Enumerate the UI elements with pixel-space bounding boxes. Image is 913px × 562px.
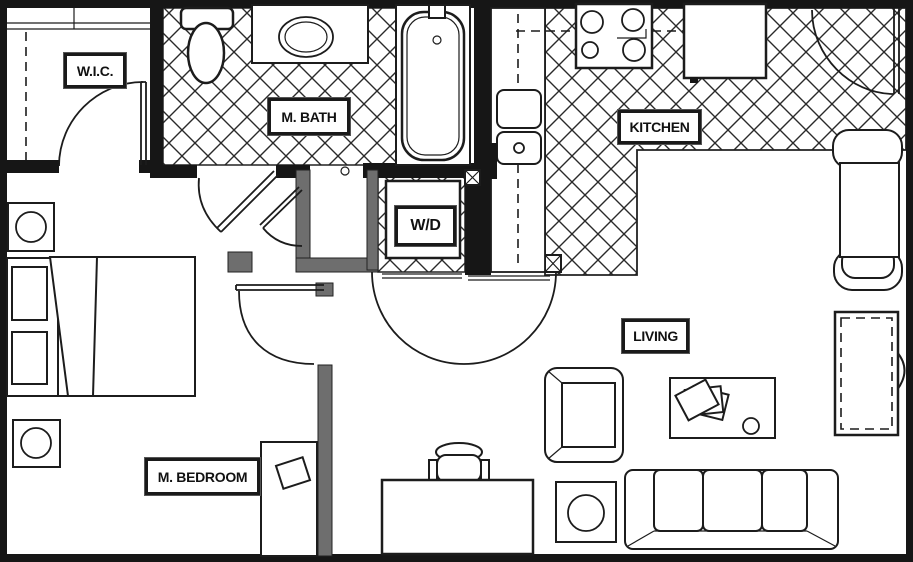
chaise-lounge [832,129,903,291]
room-label-wic: W.I.C. [64,53,126,88]
coffee-table [669,377,776,439]
pillow [11,331,48,385]
burner [622,38,646,62]
wall-linen-closet-bottom [295,257,379,273]
desk [380,478,535,556]
wall-cap-x-wd [464,169,481,186]
bed [6,256,196,397]
bath-fixtures [179,4,471,166]
wall-cap-x-hall [544,254,562,273]
room-label-master-bath: M. BATH [268,98,350,135]
entry-door-swing [811,8,900,95]
wall-hall-stub [227,251,253,273]
bedroom-door-swing [235,284,324,365]
wall-bottom [0,554,913,562]
kitchen-fixtures [487,2,900,273]
room-label-kitchen: KITCHEN [618,110,701,144]
wall-end-caps [340,166,562,273]
wall-bath-bottom-left [150,165,197,178]
room-label-wic-text: W.I.C. [76,62,114,79]
dresser-box [274,456,312,490]
bath-door-swing [197,170,279,233]
entertainment-center [833,310,906,437]
room-label-washer-dryer-text: W/D [410,217,441,234]
chaise-seat [839,162,900,258]
kitchen-double-sink [496,89,542,165]
wall-linen-closet-left [295,169,311,273]
sofa [624,469,839,550]
magazine [674,378,720,422]
dresser [260,441,318,557]
burner [621,8,645,32]
armchair [544,367,624,463]
wall-wic-bottom-left [0,160,59,173]
office-chair [428,442,490,483]
linen-closet-door-swing [259,186,303,247]
entry-door-arc [811,9,895,95]
living-furniture [544,129,906,550]
wall-left [0,0,7,562]
nightstand-lamp-top [7,202,55,252]
hall-door-swing [371,271,557,365]
entry-door-leaf [893,8,900,94]
desk-area [380,442,535,556]
nightstand-lamp-bottom [12,419,61,468]
closet-shelf-lines [7,22,150,30]
bedroom-furniture [6,202,318,557]
room-label-living-text: LIVING [633,328,678,344]
tub-faucet [428,4,446,19]
folded-blanket [48,256,99,397]
wall-bath-bottom-tub [363,163,474,178]
refrigerator [682,2,768,83]
tub-drain [432,35,442,45]
wall-wic-right [150,0,163,170]
wall-right [906,0,913,562]
bathroom-sink-counter [251,4,369,64]
room-label-living: LIVING [622,319,689,353]
doors [58,81,557,365]
thresholds [382,273,550,281]
wic-interior [7,8,150,160]
wic-door-swing [58,81,147,167]
side-table-lamp [555,481,617,543]
wall-tub-right [474,0,491,170]
cup [742,417,760,435]
room-label-master-bedroom-text: M. BEDROOM [157,468,248,485]
wall-plumbing-cap [340,166,350,176]
room-label-washer-dryer: W/D [395,206,456,246]
pillow [11,266,48,321]
room-label-master-bath-text: M. BATH [281,108,337,125]
stove [574,2,654,70]
burner [581,41,599,59]
room-label-kitchen-text: KITCHEN [629,119,690,135]
burner [580,10,604,34]
bathtub [395,4,471,166]
wall-bedroom-living [317,364,333,557]
wall-wd-left [366,169,379,271]
toilet [179,6,235,85]
wall-pilaster [487,143,497,179]
room-label-master-bedroom: M. BEDROOM [145,458,260,495]
